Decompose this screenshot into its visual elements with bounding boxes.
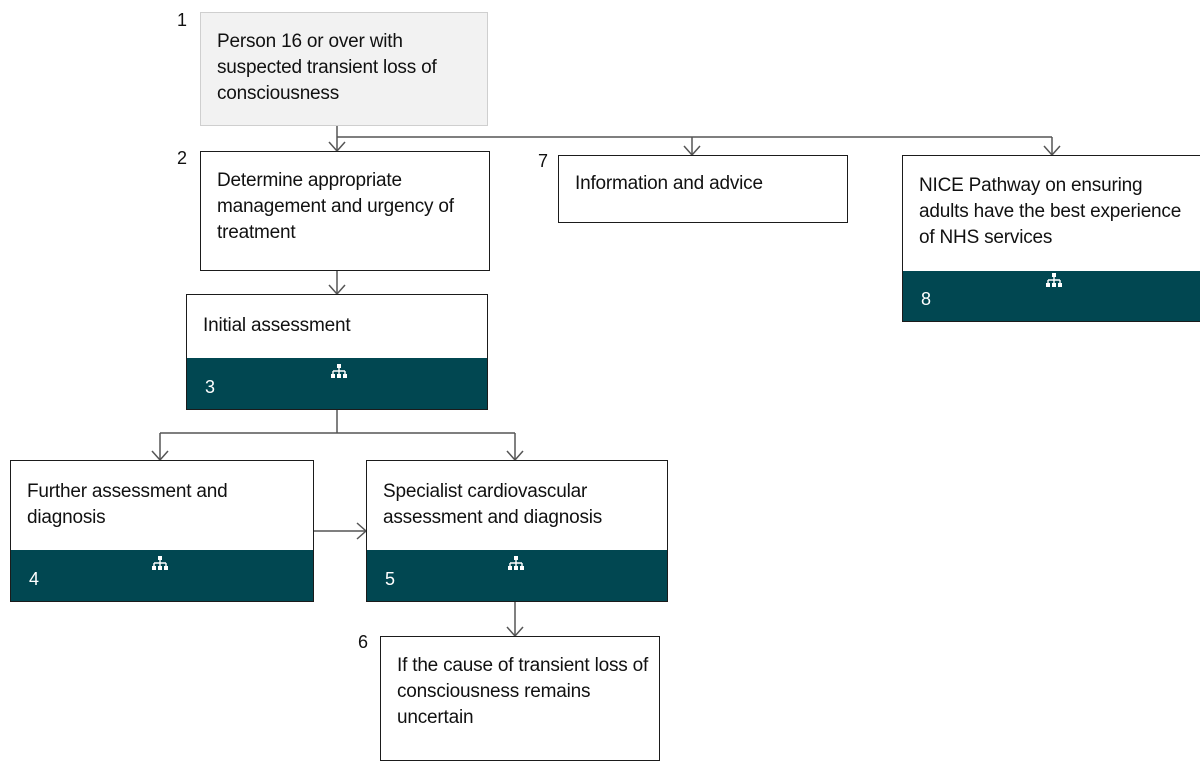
node-3-label: Initial assessment bbox=[203, 315, 351, 336]
node-2-label: Determine appropriate management and urg… bbox=[217, 170, 454, 243]
node-8-label: NICE Pathway on ensuring adults have the… bbox=[919, 175, 1182, 248]
flow-node-2[interactable]: Determine appropriate management and urg… bbox=[200, 151, 490, 271]
node-4-band: 4 bbox=[11, 550, 313, 601]
node-4-label: Further assessment and diagnosis bbox=[27, 481, 228, 528]
node-5-number: 5 bbox=[385, 569, 396, 589]
node-5-band: 5 bbox=[367, 550, 667, 601]
step-number-1: 1 bbox=[177, 10, 188, 30]
flow-node-1[interactable]: Person 16 or over with suspected transie… bbox=[200, 12, 488, 126]
step-number-2: 2 bbox=[177, 148, 188, 168]
hierarchy-icon[interactable] bbox=[151, 556, 169, 574]
hierarchy-icon[interactable] bbox=[330, 364, 348, 382]
flow-node-8[interactable]: NICE Pathway on ensuring adults have the… bbox=[902, 155, 1200, 322]
node-6-label: If the cause of transient loss of consci… bbox=[397, 655, 649, 728]
flow-node-5[interactable]: Specialist cardiovascular assessment and… bbox=[366, 460, 668, 602]
node-3-number: 3 bbox=[205, 377, 216, 397]
node-8-band: 8 bbox=[903, 271, 1200, 321]
flow-node-7[interactable]: Information and advice bbox=[558, 155, 848, 223]
flow-node-4[interactable]: Further assessment and diagnosis 4 bbox=[10, 460, 314, 602]
flow-node-6[interactable]: If the cause of transient loss of consci… bbox=[380, 636, 660, 761]
step-number-7: 7 bbox=[538, 151, 549, 171]
node-1-label: Person 16 or over with suspected transie… bbox=[217, 31, 437, 104]
node-7-label: Information and advice bbox=[575, 173, 763, 194]
hierarchy-icon[interactable] bbox=[507, 556, 525, 574]
flow-node-3[interactable]: Initial assessment 3 bbox=[186, 294, 488, 410]
node-3-band: 3 bbox=[187, 358, 487, 409]
node-8-number: 8 bbox=[921, 289, 932, 309]
step-number-6: 6 bbox=[358, 632, 369, 652]
node-5-label: Specialist cardiovascular assessment and… bbox=[383, 481, 603, 528]
node-4-number: 4 bbox=[29, 569, 40, 589]
hierarchy-icon[interactable] bbox=[1045, 273, 1063, 291]
